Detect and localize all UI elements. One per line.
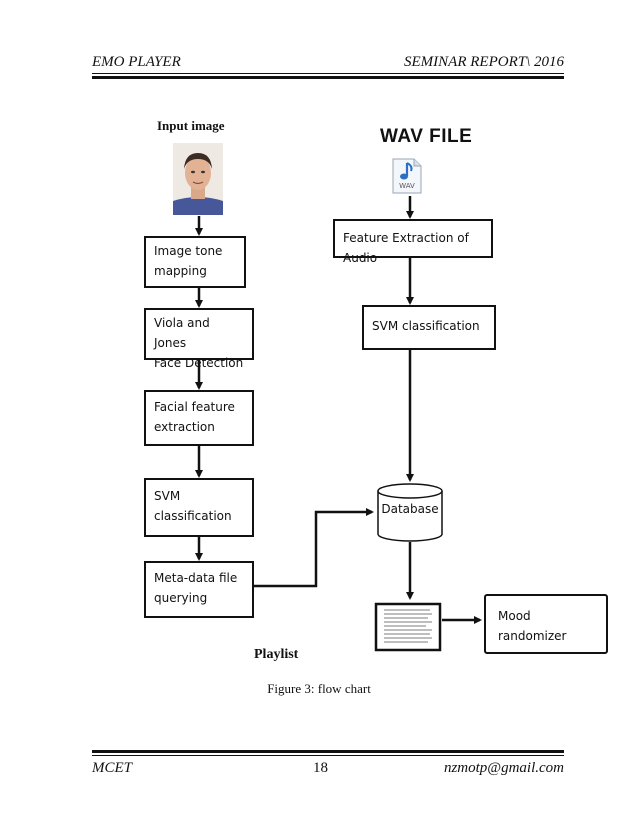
footer-rule-thin bbox=[92, 755, 564, 756]
footer-email: nzmotp@gmail.com bbox=[443, 760, 564, 776]
playlist-label: Playlist bbox=[254, 647, 299, 662]
input-image-label: Input image bbox=[157, 118, 225, 133]
header-rule-thin bbox=[92, 73, 564, 74]
face-photo bbox=[173, 143, 223, 215]
box-viola-jones: Viola and Jones Face Detection bbox=[144, 308, 254, 370]
figure-caption: Figure 3: flow chart bbox=[267, 681, 371, 696]
box-image-tone-mapping: Image tone mapping bbox=[144, 236, 246, 288]
box-facial-feature: Facial feature extraction bbox=[144, 390, 254, 446]
footer-rule-thick bbox=[92, 750, 564, 753]
box-metadata-query: Meta-data file querying bbox=[144, 561, 254, 618]
database-label: Database bbox=[381, 502, 439, 516]
playlist-thumbnail bbox=[374, 602, 442, 652]
footer-institution: MCET bbox=[92, 760, 133, 776]
wav-file-icon: WAV bbox=[390, 158, 424, 194]
database-cylinder bbox=[377, 483, 443, 542]
header-rule-thick bbox=[92, 76, 564, 79]
footer-page-number: 18 bbox=[313, 760, 328, 776]
header-report: SEMINAR REPORT\ 2016 bbox=[404, 54, 564, 70]
box-feature-extraction-audio: Feature Extraction of Audio bbox=[333, 219, 493, 265]
box-svm-right: SVM classification bbox=[362, 305, 496, 350]
header-title: EMO PLAYER bbox=[92, 54, 181, 70]
box-svm-left: SVM classification bbox=[144, 478, 254, 537]
wav-file-label: WAV FILE bbox=[380, 126, 473, 147]
box-mood-randomizer: Mood randomizer bbox=[484, 594, 608, 654]
wav-icon-text: WAV bbox=[399, 182, 415, 190]
